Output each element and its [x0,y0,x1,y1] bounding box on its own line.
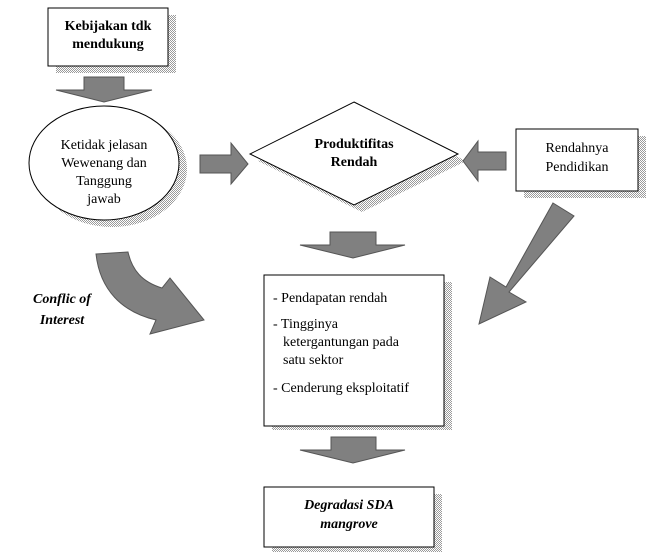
arrow-impacts-down [299,436,406,464]
kebijakan-line-2: mendukung [72,37,144,52]
node-kebijakan: Kebijakan tdk mendukung [47,7,176,73]
rendahnya-line-1: Rendahnya [546,141,610,156]
node-degradasi: Degradasi SDA mangrove [263,486,442,552]
node-impacts: - Pendapatan rendah - Tingginya ketergan… [263,274,452,430]
impact-2-line-1: - Tingginya [273,317,339,332]
node-rendahnya: Rendahnya Pendidikan [515,128,646,198]
impact-3-line-1: - Cenderung eksploitatif [273,381,409,396]
ketidak-line-4: jawab [86,192,120,207]
kebijakan-line-1: Kebijakan tdk [65,19,152,34]
conflic-line-2: Interest [39,313,85,328]
rendahnya-line-2: Pendidikan [546,160,609,175]
degradasi-line-2: mangrove [320,517,378,532]
produktifitas-line-2: Rendah [331,155,378,170]
arrow-rendahnya-diagonal [478,202,575,325]
impact-2-line-3: satu sektor [283,353,344,368]
degradasi-line-1: Degradasi SDA [303,498,394,513]
ketidak-line-2: Wewenang dan [61,156,147,171]
impact-1-line-1: - Pendapatan rendah [273,291,387,306]
arrow-conflic-curve [95,251,205,335]
ketidak-line-3: Tanggung [76,174,132,189]
arrow-kebijakan-down [55,76,153,103]
conflic-line-1: Conflic of [33,292,92,307]
arrow-rendahnya-left [462,139,507,183]
produktifitas-line-1: Produktifitas [314,137,394,152]
node-ketidak-jelasan: Ketidak jelasan Wewenang dan Tanggung ja… [28,105,187,227]
arrow-ketidak-right [199,141,249,186]
ketidak-line-1: Ketidak jelasan [61,138,148,153]
node-produktifitas: Produktifitas Rendah [248,101,466,212]
arrow-produktifitas-down [299,231,406,259]
impact-2-line-2: ketergantungan pada [283,335,400,350]
label-conflic: Conflic of Interest [33,292,92,328]
